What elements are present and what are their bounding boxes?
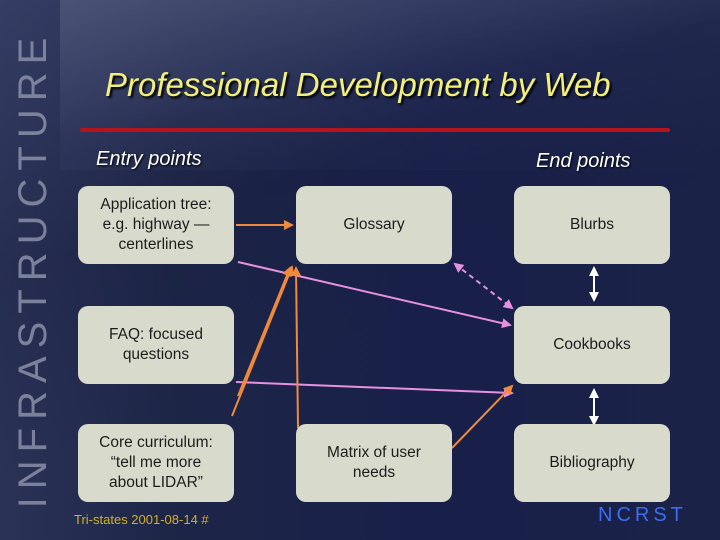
title-underline	[80, 128, 670, 132]
arrow-core-to-glossary	[231, 265, 294, 417]
end-cookbooks: Cookbooks	[514, 306, 670, 384]
arrow-matrix-to-cookbooks	[451, 384, 514, 449]
end-bibliography: Bibliography	[514, 424, 670, 502]
footer-slide-info: Tri-states 2001-08-14 #	[74, 512, 209, 527]
node-matrix-of-user-needs: Matrix of user needs	[296, 424, 452, 502]
entry-faq: FAQ: focused questions	[78, 306, 234, 384]
arrow-matrix-to-apptree	[291, 266, 302, 429]
heading-entry-points: Entry points	[96, 148, 202, 170]
arrow-glossary-cookbooks-dashed	[453, 262, 514, 310]
end-blurbs: Blurbs	[514, 186, 670, 264]
node-glossary: Glossary	[296, 186, 452, 264]
entry-core-curriculum: Core curriculum: “tell me more about LID…	[78, 424, 234, 502]
footer-logo-text: NCRST	[598, 504, 687, 526]
arrow-core-to-apptree	[237, 266, 292, 397]
arrow-faq-to-bibliography	[235, 381, 514, 398]
background-bridge-photo	[60, 0, 720, 170]
heading-end-points: End points	[536, 150, 631, 172]
slide-title: Professional Development by Web	[105, 66, 611, 103]
entry-application-tree: Application tree: e.g. highway — centerl…	[78, 186, 234, 264]
